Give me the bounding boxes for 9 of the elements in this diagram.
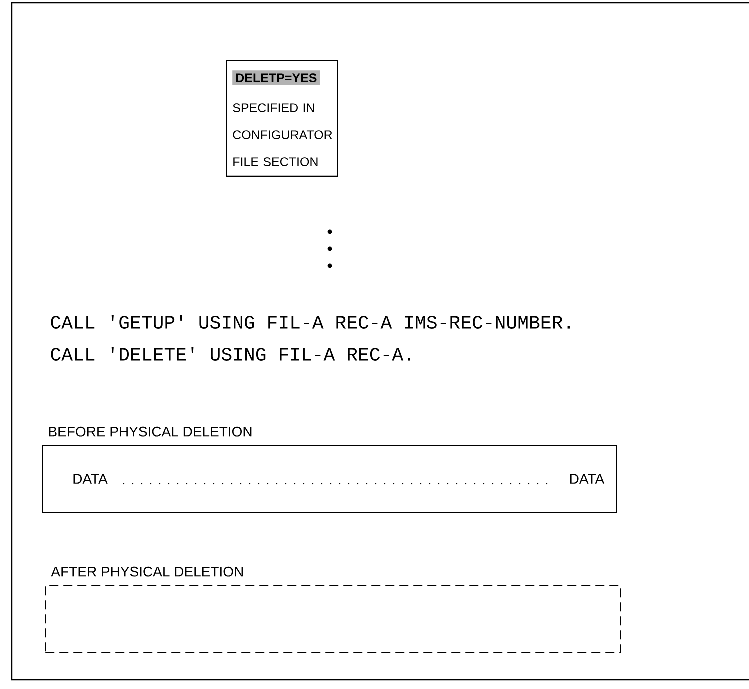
box-heading: AFTER PHYSICAL DELETION: [51, 566, 243, 577]
highlighted-heading: DELETP=YES: [232, 70, 320, 86]
box-text: SPECIFIED IN CONFIGURATOR FILE SECTION: [233, 104, 332, 166]
data-text: DATA: [570, 474, 605, 484]
data-text: DATA: [74, 474, 108, 484]
note-box: [226, 60, 338, 178]
box-heading: BEFORE PHYSICAL DELETION: [49, 426, 252, 437]
code-line: CALL 'GETUP' USING FIL-A REC-A IMS-REC-NUMBER.: [51, 315, 570, 329]
code-line: CALL 'DELETE' USING FIL-A REC-A.: [51, 347, 410, 361]
